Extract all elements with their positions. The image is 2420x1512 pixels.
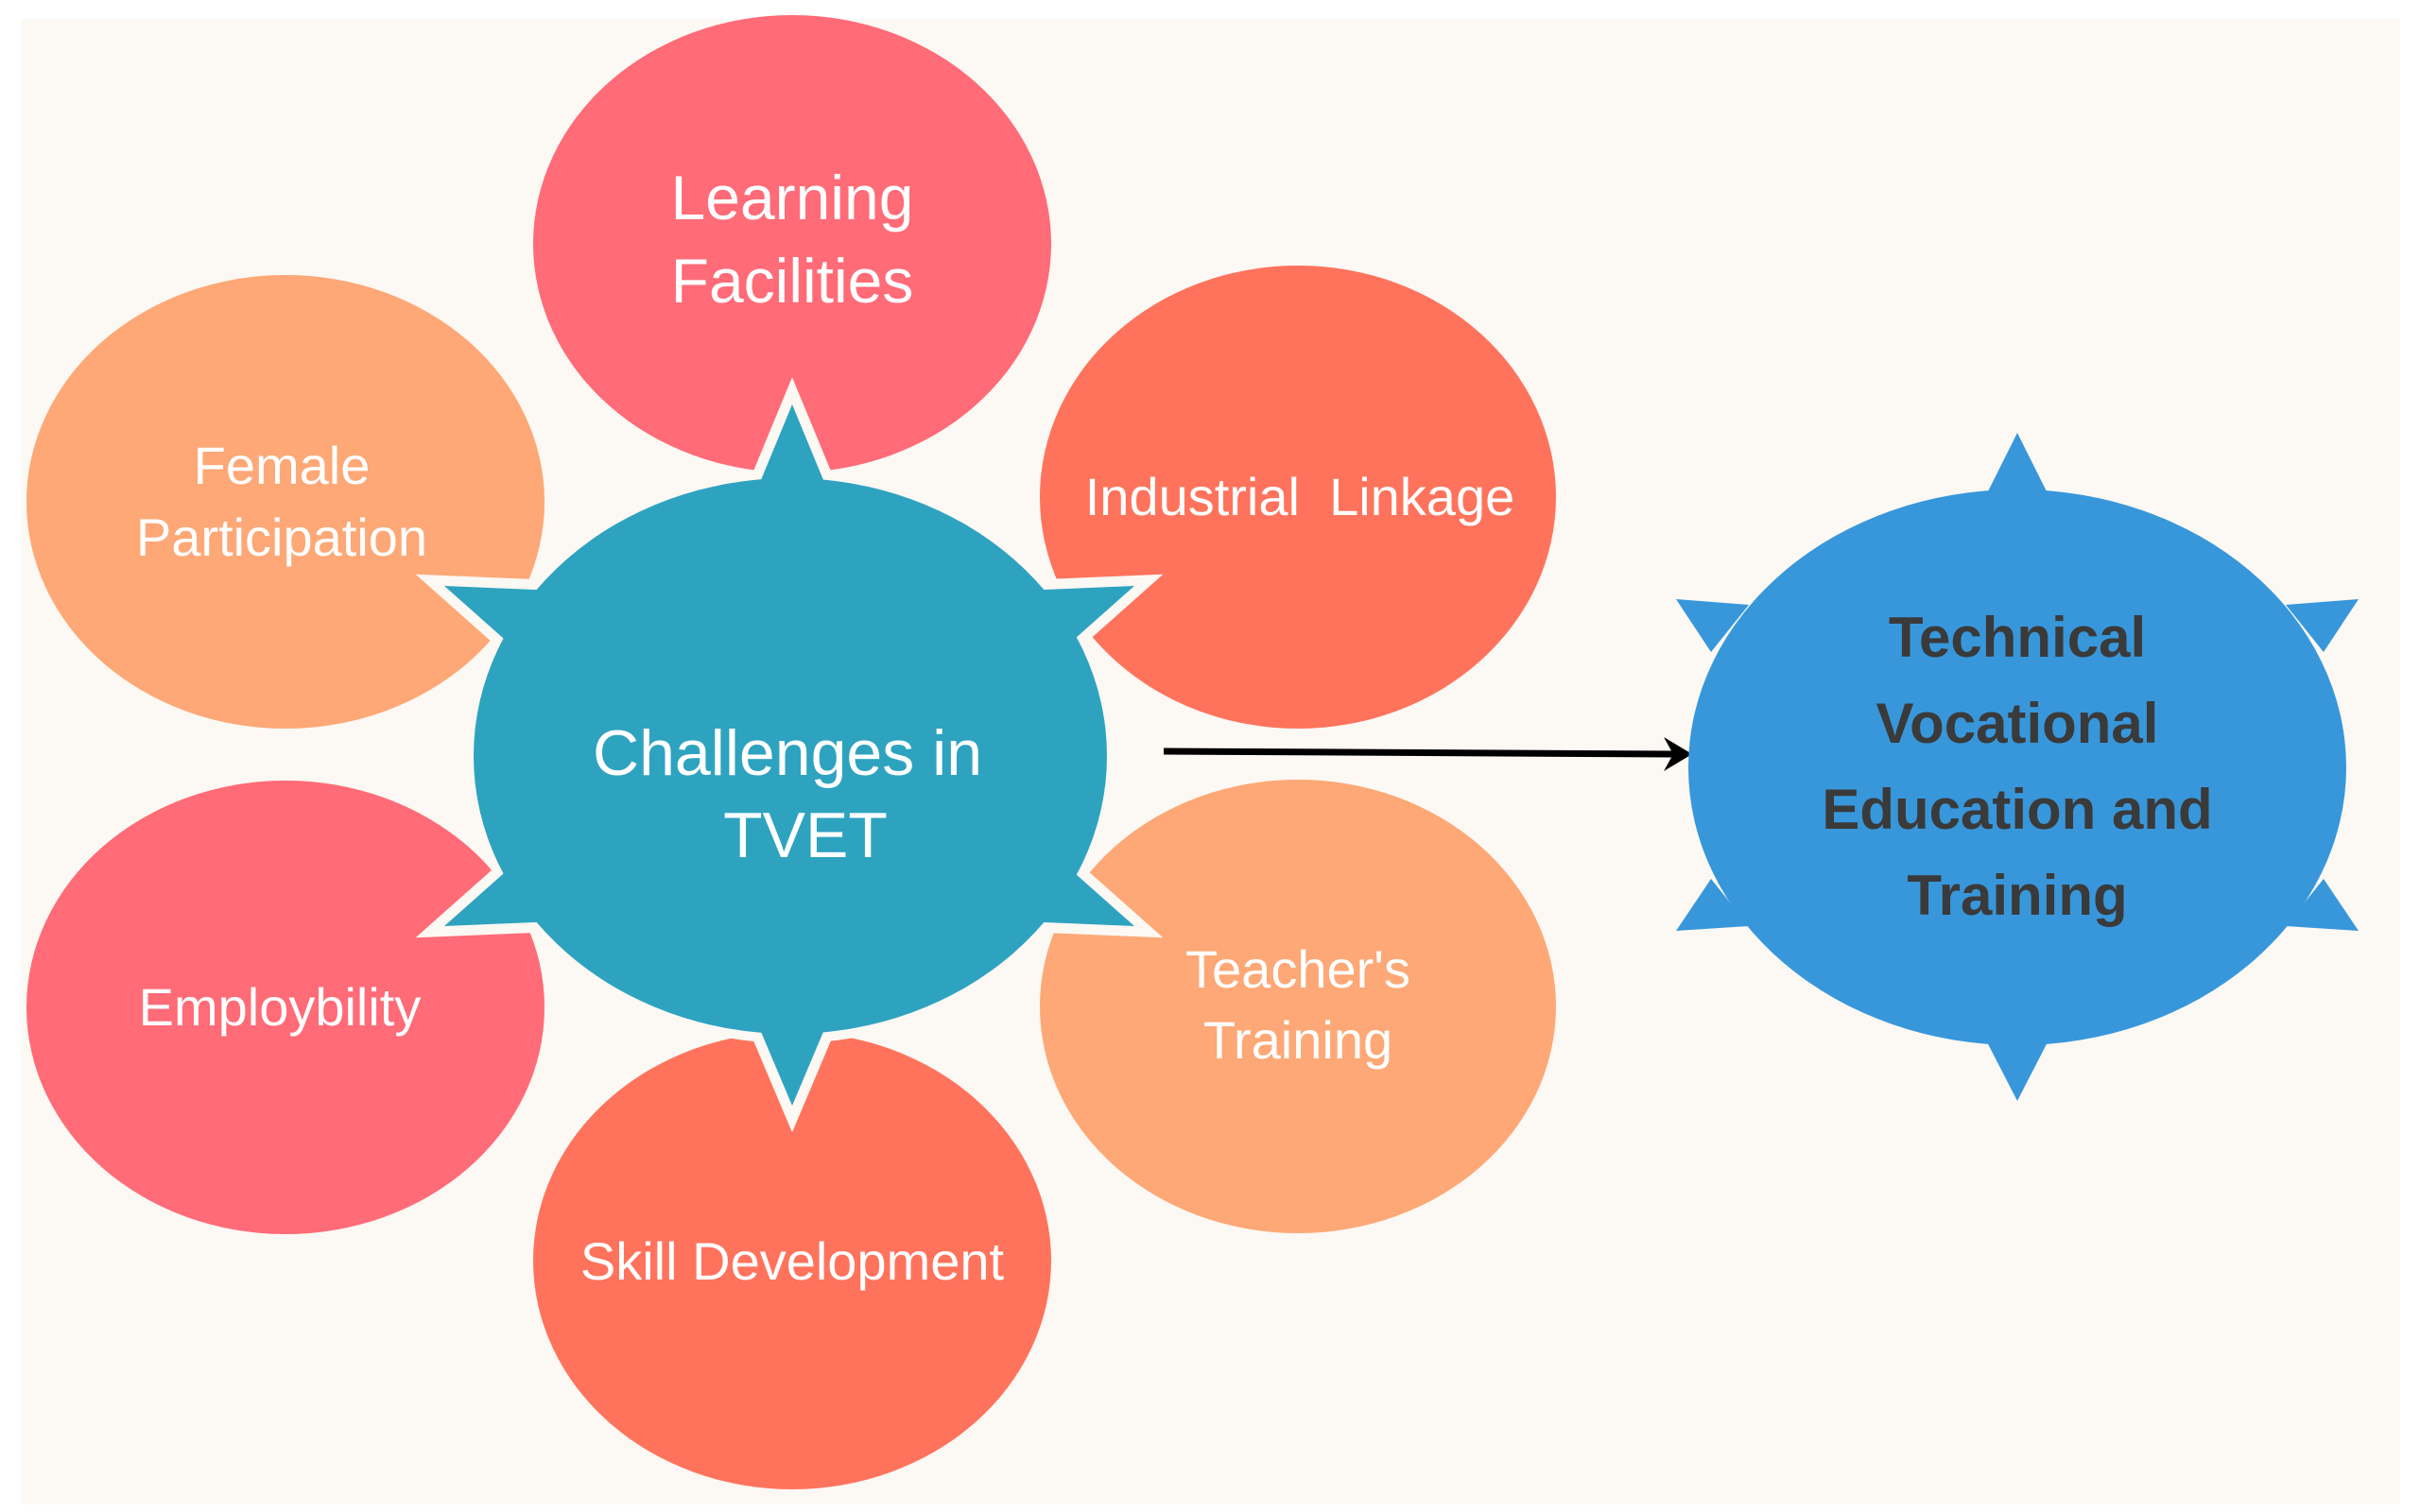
petal-learning-facilities: Learning Facilities bbox=[533, 15, 1051, 472]
petal-label: Industrial Linkage bbox=[1085, 467, 1515, 526]
petal-label: Facilities bbox=[671, 246, 914, 316]
petal-label: Skill Development bbox=[580, 1231, 1005, 1291]
target-label: Vocational bbox=[1876, 692, 2159, 755]
target-node-tvet: Technical Vocational Education and Train… bbox=[1676, 433, 2359, 1101]
center-label: Challenges in bbox=[593, 717, 982, 789]
petal-label: Training bbox=[1203, 1010, 1392, 1070]
petal-female-participation: Female Participation bbox=[26, 275, 544, 729]
petal-label: Teacher's bbox=[1185, 939, 1410, 999]
petal-employbility: Employbility bbox=[26, 781, 544, 1234]
petal-label: Learning bbox=[671, 163, 914, 232]
petal-industrial-linkage: Industrial Linkage bbox=[1040, 266, 1556, 729]
petal-label: Participation bbox=[136, 507, 427, 567]
petal-teachers-training: Teacher's Training bbox=[1040, 780, 1556, 1233]
target-label: Education and bbox=[1822, 778, 2212, 841]
petal-label: Female bbox=[194, 436, 371, 495]
target-label: Technical bbox=[1889, 606, 2146, 669]
petal-label: Employbility bbox=[139, 977, 422, 1037]
petal-skill-development: Skill Development bbox=[533, 1032, 1051, 1489]
arrow-to-target bbox=[1163, 737, 1692, 771]
target-label: Training bbox=[1907, 864, 2127, 927]
center-node-challenges: Challenges in TVET bbox=[415, 377, 1164, 1133]
center-label: TVET bbox=[723, 799, 888, 871]
